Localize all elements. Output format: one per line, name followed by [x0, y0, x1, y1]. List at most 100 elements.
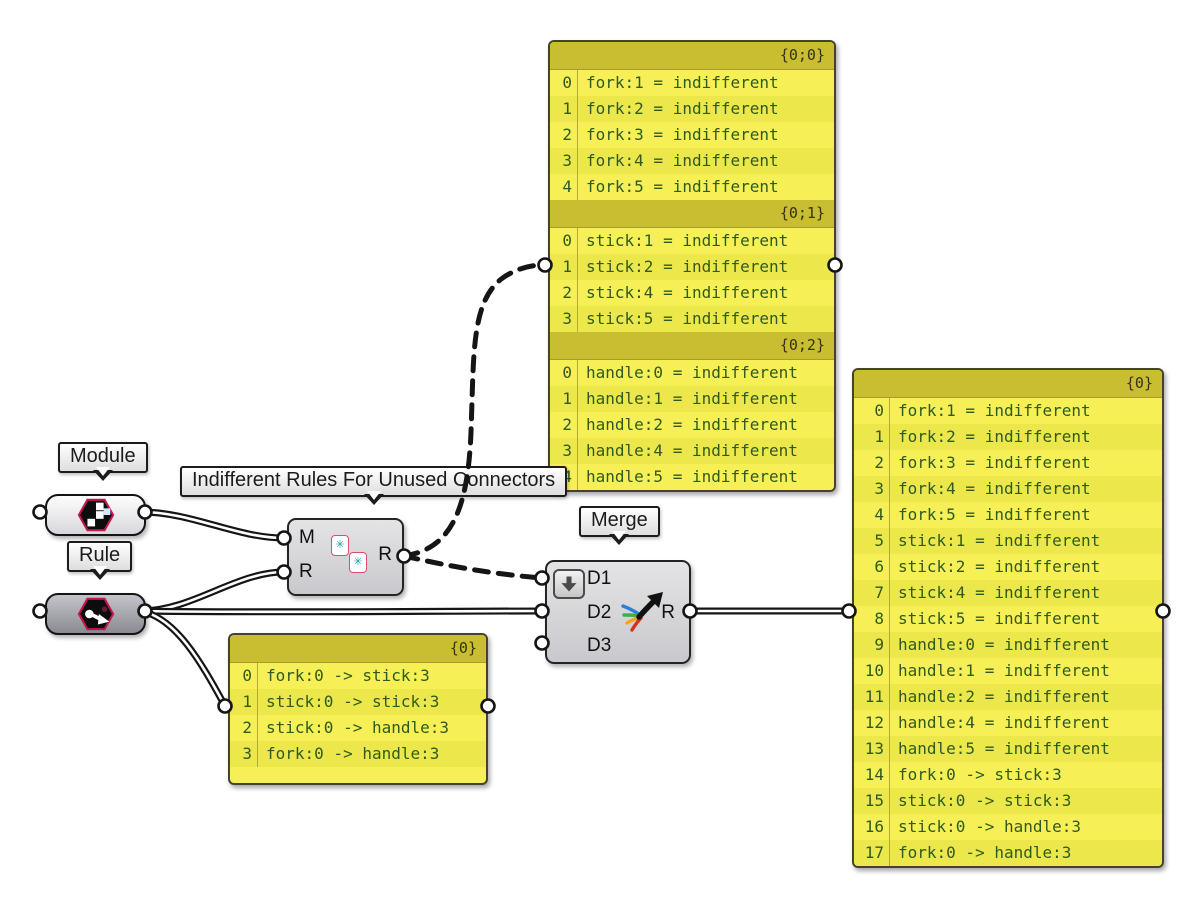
row-text: handle:0 = indifferent — [586, 363, 798, 382]
wire-module-to-m[interactable] — [141, 512, 284, 538]
row-index: 4 — [550, 174, 578, 200]
panel-row: 3 fork:0 -> handle:3 — [230, 741, 486, 767]
merge-d3-grip[interactable] — [534, 635, 550, 651]
wire-dashed-to-tree-panel[interactable] — [401, 262, 548, 559]
row-text: fork:4 = indifferent — [586, 151, 779, 170]
indifferent-output-grip[interactable] — [396, 548, 412, 564]
rules-panel-input-grip[interactable] — [217, 698, 233, 714]
rule-param[interactable] — [45, 593, 146, 635]
row-index: 3 — [230, 741, 258, 767]
wire-rule-to-r[interactable] — [141, 572, 284, 611]
row-text: stick:4 = indifferent — [586, 283, 789, 302]
merge-output-grip[interactable] — [682, 603, 698, 619]
wassily-rule-icon: ✳ — [349, 552, 367, 573]
wire-dashed-to-merge-d1[interactable] — [401, 553, 545, 581]
input-d2-label: D2 — [587, 602, 612, 623]
module-param[interactable] — [45, 494, 146, 536]
panel-path-badge: {0} — [230, 635, 486, 663]
row-index: 4 — [854, 502, 890, 528]
rule-output-grip[interactable] — [137, 603, 153, 619]
panel-row: 6 stick:2 = indifferent — [854, 554, 1162, 580]
row-index: 3 — [550, 148, 578, 174]
panel-row: 17 fork:0 -> handle:3 — [854, 840, 1162, 866]
merge-d2-grip[interactable] — [534, 603, 550, 619]
merge-streams-icon — [621, 592, 663, 632]
wire-rule-to-rules-panel[interactable] — [141, 611, 225, 706]
row-text: stick:0 -> stick:3 — [266, 692, 440, 711]
indifferent-r-grip[interactable] — [276, 564, 292, 580]
row-index: 1 — [550, 386, 578, 412]
panel-row: 3 fork:4 = indifferent — [550, 148, 834, 174]
row-text: fork:3 = indifferent — [898, 453, 1091, 472]
input-d1-label: D1 — [587, 568, 612, 589]
module-input-grip[interactable] — [32, 504, 48, 520]
merge-label-text: Merge — [591, 509, 648, 531]
row-index: 6 — [854, 554, 890, 580]
row-index: 3 — [550, 306, 578, 332]
merge-component[interactable]: D1 D2 D3 R — [545, 560, 691, 664]
tooltip-tail — [609, 531, 630, 555]
row-index: 7 — [854, 580, 890, 606]
row-text: stick:2 = indifferent — [898, 557, 1101, 576]
output-panel-input-grip[interactable] — [841, 603, 857, 619]
row-text: stick:5 = indifferent — [898, 609, 1101, 628]
indifferent-m-grip[interactable] — [276, 530, 292, 546]
indifferent-rules-component[interactable]: M R R ✳ ✳ — [287, 518, 404, 596]
row-text: stick:0 -> handle:3 — [266, 718, 450, 737]
row-index: 16 — [854, 814, 890, 840]
output-panel-output-grip[interactable] — [1155, 603, 1171, 619]
panel-row: 4 fork:5 = indifferent — [550, 174, 834, 200]
rule-label-text: Rule — [79, 544, 121, 566]
wassily-rule-icon: ✳ — [331, 535, 349, 556]
row-index: 0 — [550, 360, 578, 386]
row-index: 2 — [854, 450, 890, 476]
wire-rule-to-merge-d2[interactable] — [141, 611, 542, 612]
row-text: handle:0 = indifferent — [898, 635, 1110, 654]
module-output-grip[interactable] — [137, 504, 153, 520]
row-text: fork:0 -> stick:3 — [898, 765, 1062, 784]
row-index: 2 — [230, 715, 258, 741]
tree-panel-output-grip[interactable] — [827, 257, 843, 273]
merge-d1-grip[interactable] — [534, 570, 550, 586]
row-text: handle:5 = indifferent — [898, 739, 1110, 758]
rule-hexagon-icon — [77, 597, 114, 631]
panel-row: 1 fork:2 = indifferent — [550, 96, 834, 122]
row-index: 17 — [854, 840, 890, 866]
rule-input-grip[interactable] — [32, 603, 48, 619]
row-text: fork:0 -> handle:3 — [266, 744, 440, 763]
row-text: fork:0 -> handle:3 — [898, 843, 1072, 862]
module-label: Module — [58, 442, 148, 481]
indifferent-rules-label: Indifferent Rules For Unused Connectors — [180, 466, 568, 505]
row-index: 11 — [854, 684, 890, 710]
row-text: handle:2 = indifferent — [586, 415, 798, 434]
row-text: fork:2 = indifferent — [586, 99, 779, 118]
row-index: 0 — [230, 663, 258, 689]
tree-panel-input-grip[interactable] — [537, 257, 553, 273]
panel-path-badge: {0;1} — [550, 200, 834, 228]
input-d3-label: D3 — [587, 635, 612, 656]
panel-row: 0 handle:0 = indifferent — [550, 360, 834, 386]
tooltip-tail — [89, 566, 110, 590]
row-text: fork:5 = indifferent — [586, 177, 779, 196]
rules-panel-output-grip[interactable] — [480, 698, 496, 714]
row-index: 1 — [550, 96, 578, 122]
